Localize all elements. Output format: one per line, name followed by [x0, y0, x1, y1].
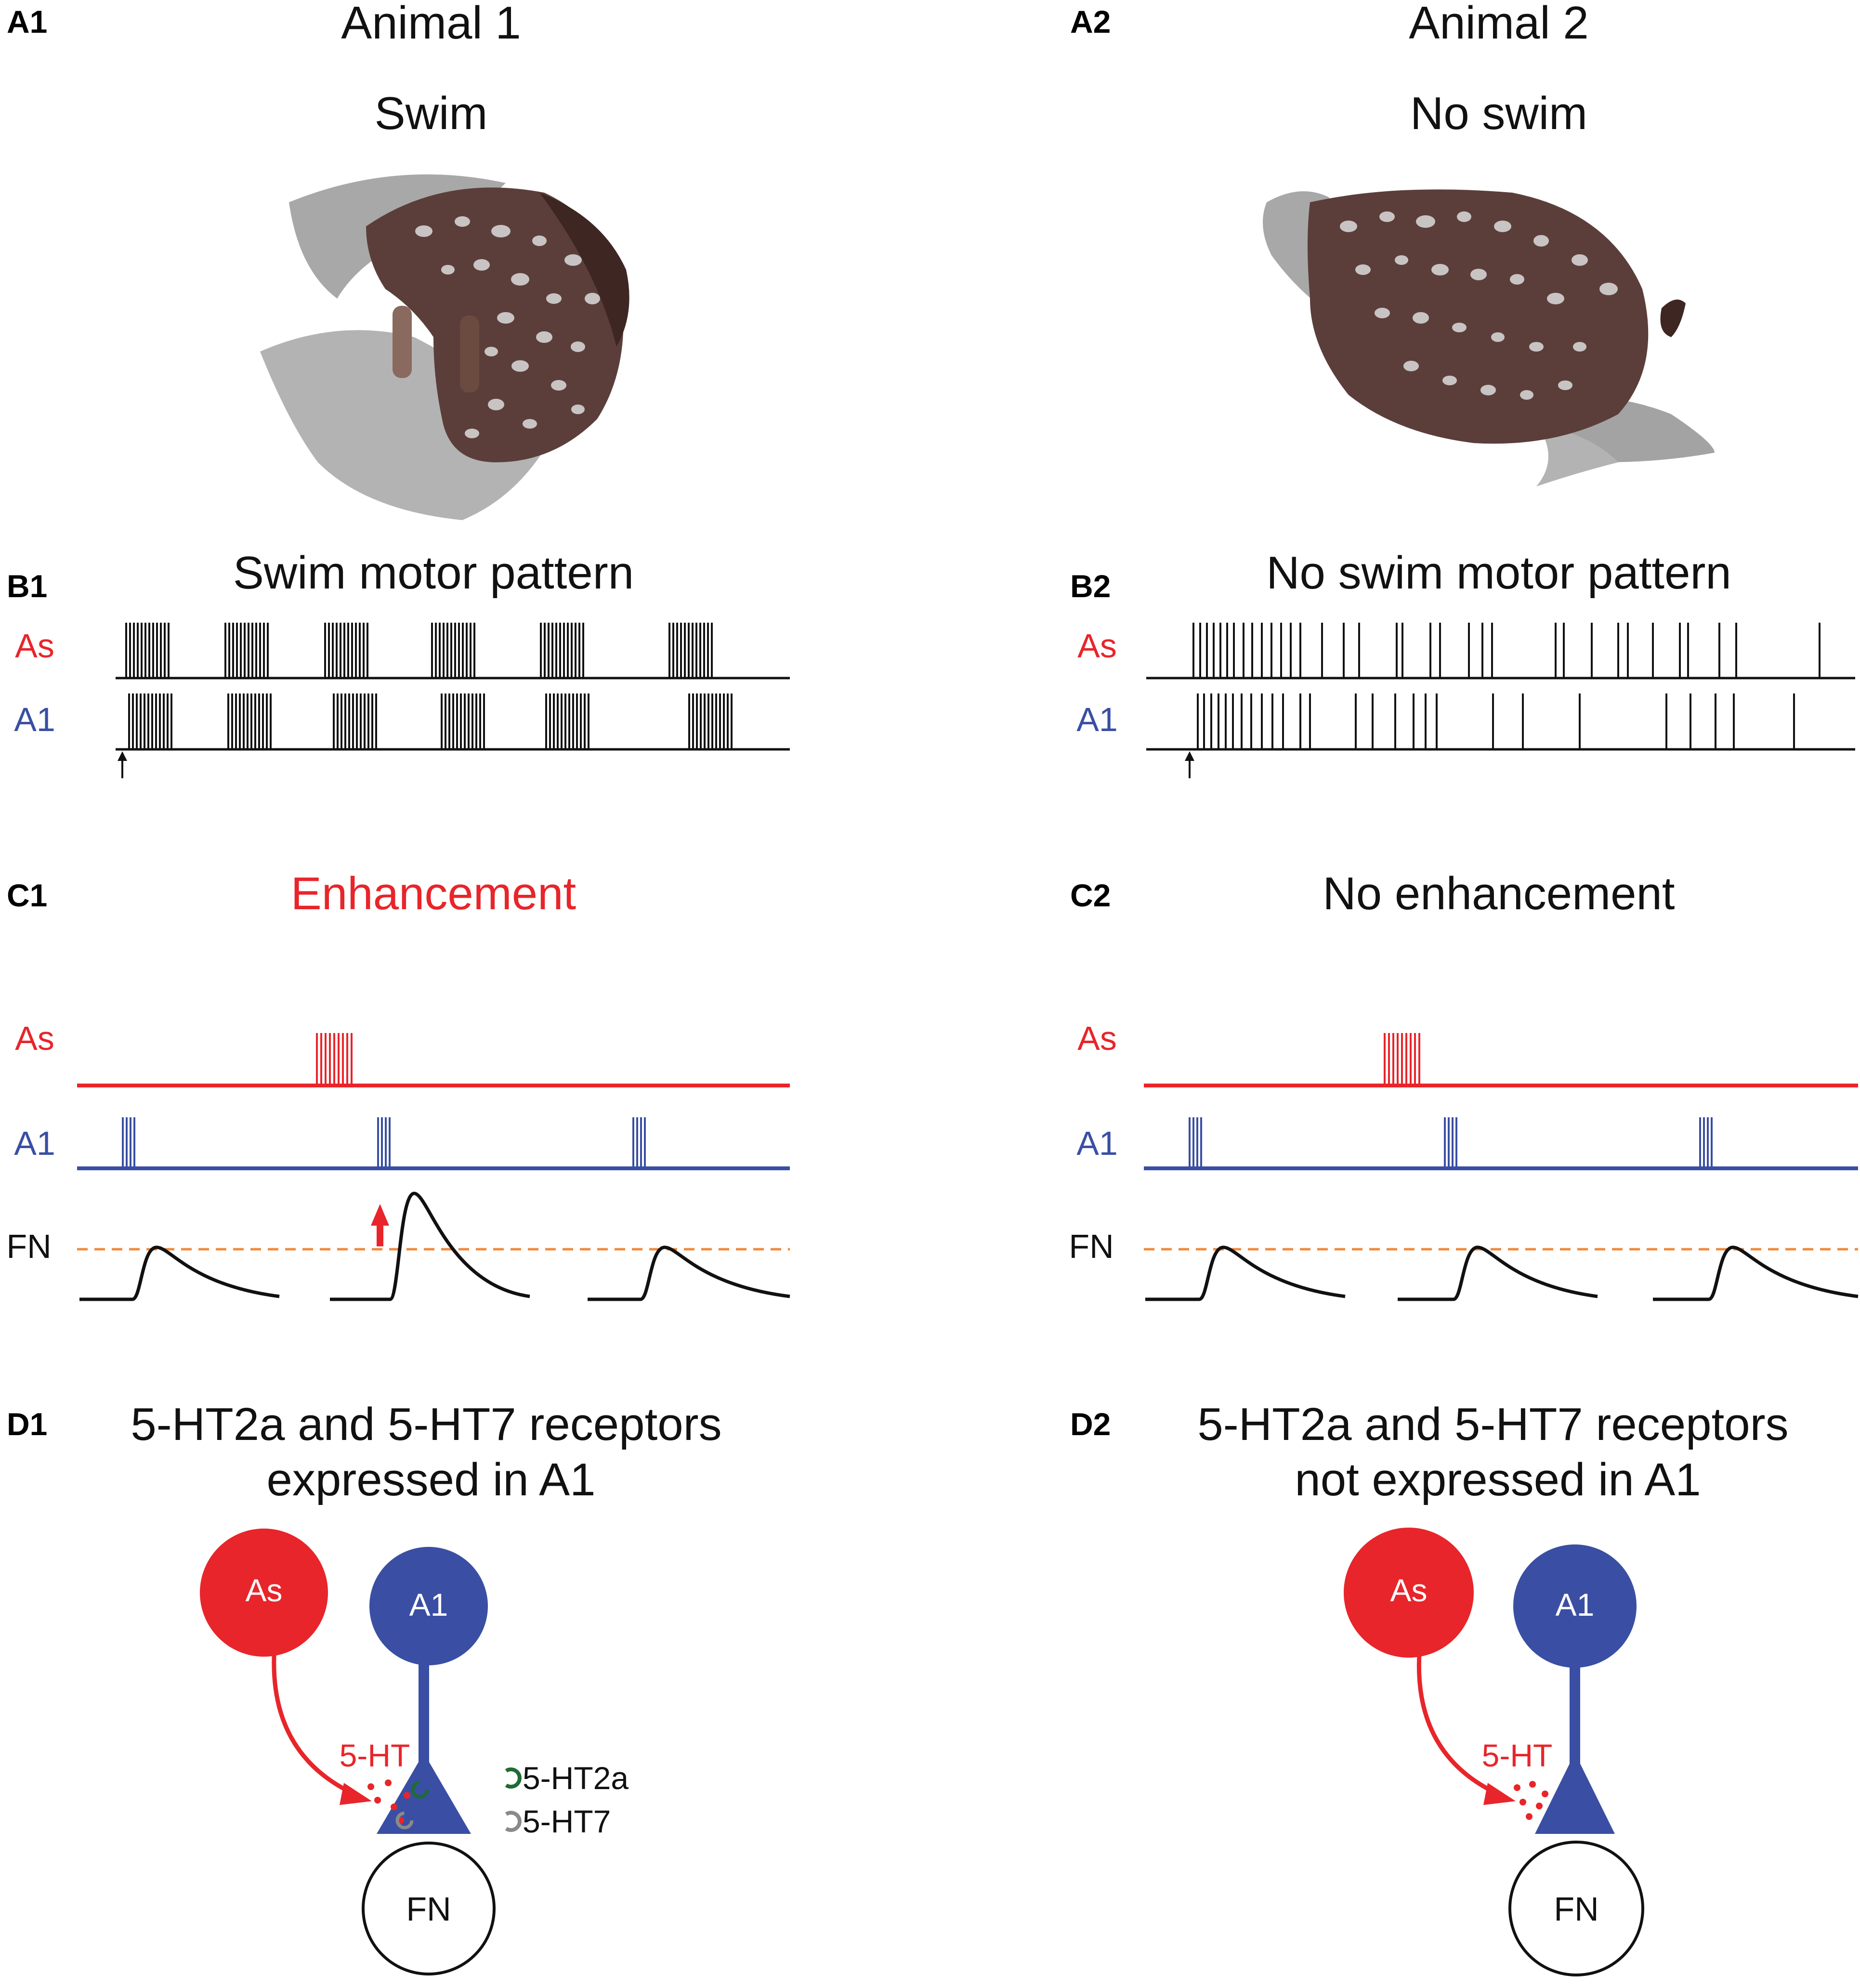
- serotonin-projection-d1: [272, 1647, 355, 1796]
- fn-psp: [1145, 1245, 1346, 1301]
- as-spike-train-b2: [1192, 623, 1821, 678]
- trace-label-fn-c1: FN: [6, 1228, 51, 1265]
- panel-c2: C2 No enhancement As A1 FN: [1069, 868, 1859, 1301]
- serotonin-label-d2: 5-HT: [1482, 1738, 1553, 1773]
- panel-label-b1: B1: [7, 568, 47, 604]
- fn-psp: [1398, 1245, 1598, 1301]
- circuit-diagram-d1: As A1 FN 5-HT 5-HT2a 5-HT7: [200, 1529, 629, 1975]
- enhancement-arrow: [371, 1204, 389, 1246]
- ht2a-legend-icon: [505, 1767, 522, 1789]
- animal-1-title: Animal 1: [341, 0, 521, 49]
- fn-psp: [79, 1245, 280, 1301]
- enhancement-title: Enhancement: [291, 868, 576, 919]
- serotonin-vesicles-d1: [367, 1779, 410, 1824]
- panel-b2: B2 No swim motor pattern As A1: [1070, 547, 1855, 778]
- fn-neuron-label-d2: FN: [1554, 1890, 1598, 1928]
- trace-label-a1-b1: A1: [14, 701, 55, 738]
- d1-title-line1: 5-HT2a and 5-HT7 receptors: [131, 1399, 721, 1450]
- stimulus-arrow-b2: [1185, 751, 1194, 778]
- projection-arrowhead-d1: [340, 1783, 372, 1805]
- a1-spike-train-b2: [1197, 693, 1795, 749]
- panel-label-b2: B2: [1070, 568, 1111, 604]
- panel-c1: C1 Enhancement As A1 FN: [6, 868, 790, 1301]
- trace-label-as-b2: As: [1077, 627, 1117, 665]
- d2-title-line1: 5-HT2a and 5-HT7 receptors: [1197, 1399, 1788, 1450]
- trace-label-a1-c2: A1: [1076, 1125, 1118, 1162]
- panel-a2: A2 Animal 2 No swim: [1070, 0, 1715, 486]
- as-burst-c2: [1384, 1033, 1420, 1086]
- a1-terminal-d2: [1535, 1753, 1615, 1834]
- ht2a-receptor-d1: [411, 1780, 429, 1799]
- as-spike-train-b1: [125, 623, 713, 678]
- panel-label-a1: A1: [7, 4, 47, 39]
- a1-spike-train-b1: [128, 693, 733, 749]
- panel-d2: D2 5-HT2a and 5-HT7 receptors not expres…: [1070, 1399, 1789, 1976]
- fn-neuron-label-d1: FN: [406, 1890, 451, 1928]
- fn-psp: [1653, 1245, 1859, 1301]
- no-swim-title: No swim: [1410, 88, 1587, 139]
- a1-axon-d1: [419, 1633, 429, 1772]
- fn-neuron-d2: [1508, 1841, 1644, 1976]
- stimulus-arrow-b1: [118, 751, 127, 778]
- panel-label-c1: C1: [7, 877, 47, 913]
- trace-label-a1-c1: A1: [14, 1125, 55, 1162]
- swim-title: Swim: [375, 88, 488, 139]
- as-neuron-d2: [1344, 1528, 1474, 1658]
- animal-2-title: Animal 2: [1409, 0, 1589, 49]
- a1-neuron-label-d2: A1: [1556, 1587, 1595, 1622]
- as-burst-c1: [316, 1033, 353, 1086]
- trace-label-as-c2: As: [1077, 1020, 1117, 1057]
- panel-label-c2: C2: [1070, 877, 1111, 913]
- a1-bursts-c1: [122, 1117, 646, 1168]
- panel-label-d2: D2: [1070, 1406, 1111, 1442]
- serotonin-vesicles-d2: [1514, 1781, 1548, 1820]
- serotonin-label-d1: 5-HT: [340, 1738, 410, 1773]
- circuit-diagram-d2: As A1 FN 5-HT: [1344, 1528, 1644, 1976]
- receptor-legend-d1: 5-HT2a 5-HT7: [505, 1760, 629, 1839]
- as-neuron-d1: [200, 1529, 328, 1657]
- ht7-legend-label: 5-HT7: [523, 1804, 611, 1839]
- a1-neuron-label-d1: A1: [409, 1587, 448, 1622]
- panel-b1: B1 Swim motor pattern As A1: [7, 547, 790, 778]
- no-swim-motor-pattern-title: No swim motor pattern: [1266, 547, 1731, 599]
- trace-label-as-b1: As: [15, 627, 54, 665]
- fn-psp-traces-c2: [1145, 1245, 1859, 1301]
- no-enhancement-title: No enhancement: [1323, 868, 1675, 919]
- a1-neuron-d2: [1513, 1544, 1637, 1668]
- resting-sea-slug-illustration: [1263, 189, 1715, 486]
- trace-label-fn-c2: FN: [1069, 1228, 1113, 1265]
- serotonin-projection-d2: [1416, 1647, 1499, 1796]
- ht2a-legend-label: 5-HT2a: [523, 1760, 629, 1796]
- fn-psp-traces-c1: [79, 1191, 790, 1301]
- swim-motor-pattern-title: Swim motor pattern: [233, 547, 634, 599]
- a1-neuron-d1: [369, 1547, 488, 1665]
- fn-psp: [588, 1245, 790, 1301]
- panel-label-a2: A2: [1070, 4, 1111, 39]
- fn-neuron-d1: [362, 1842, 496, 1975]
- swimming-sea-slug-illustration: [260, 174, 629, 520]
- panel-label-d1: D1: [7, 1406, 47, 1442]
- trace-label-as-c1: As: [15, 1020, 54, 1057]
- d1-title-line2: expressed in A1: [266, 1454, 595, 1505]
- projection-arrowhead-d2: [1483, 1783, 1516, 1805]
- fn-psp: [330, 1191, 530, 1301]
- ht7-legend-icon: [505, 1811, 522, 1832]
- a1-bursts-c2: [1189, 1117, 1713, 1168]
- ht7-receptor-d1: [395, 1811, 414, 1830]
- d2-title-line2: not expressed in A1: [1295, 1454, 1701, 1505]
- as-neuron-label-d2: As: [1390, 1572, 1427, 1608]
- as-neuron-label-d1: As: [245, 1572, 282, 1608]
- panel-d1: D1 5-HT2a and 5-HT7 receptors expressed …: [7, 1399, 722, 1975]
- panel-a1: A1 Animal 1 Swim: [7, 0, 629, 520]
- trace-label-a1-b2: A1: [1076, 701, 1118, 738]
